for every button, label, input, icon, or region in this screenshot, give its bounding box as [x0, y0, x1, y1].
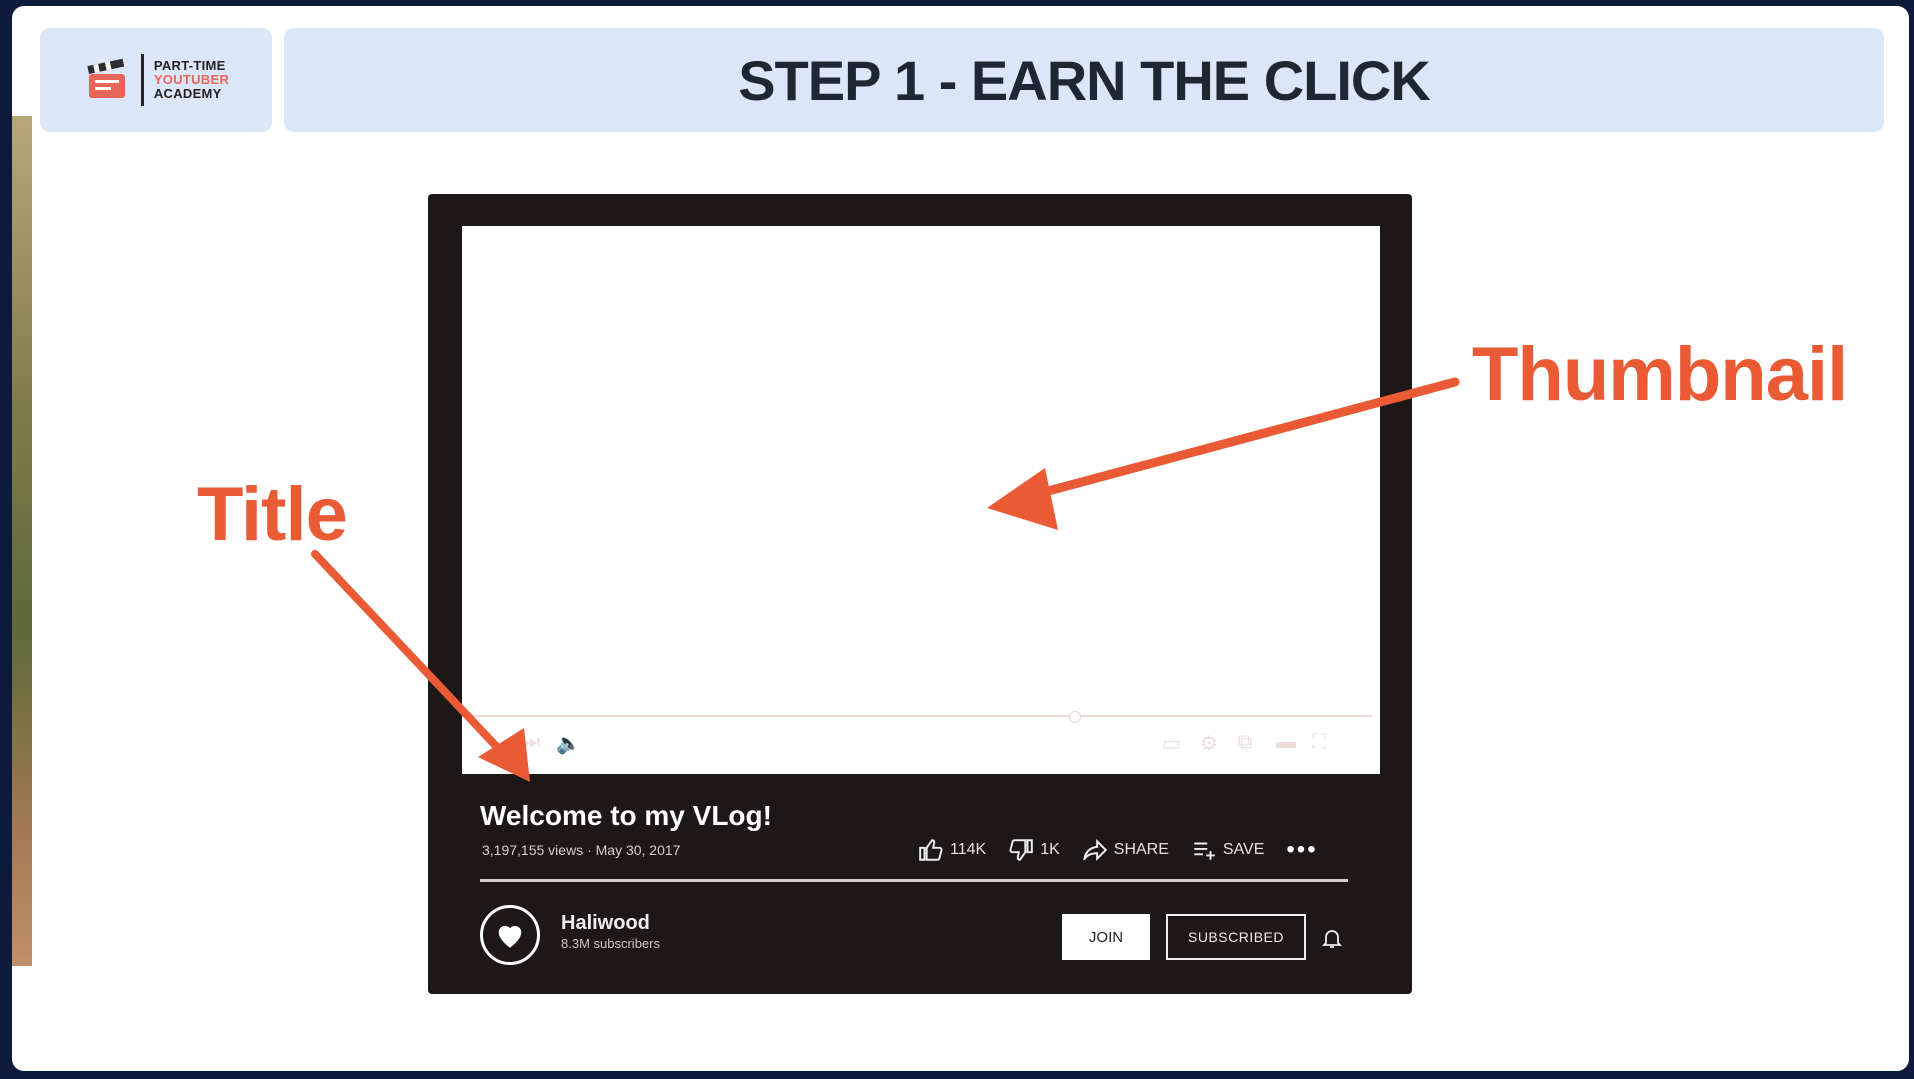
progress-scrubber[interactable] — [1069, 711, 1081, 723]
thumbnail-annotation: Thumbnail — [1472, 332, 1848, 417]
subtitles-icon[interactable]: ▭ — [1162, 733, 1181, 755]
share-icon — [1082, 838, 1107, 862]
theater-mode-icon[interactable]: ▬ — [1276, 731, 1296, 753]
heart-icon — [498, 925, 522, 948]
title-annotation: Title — [197, 472, 348, 557]
slide: PART-TIME YOUTUBER ACADEMY STEP 1 - EARN… — [12, 6, 1909, 1071]
academy-logo: PART-TIME YOUTUBER ACADEMY — [40, 28, 272, 132]
thumbnail-area[interactable]: ⏭ 🔈 ▭ ⚙ ⧉ ▬ ⛶ — [462, 226, 1380, 774]
logo-line-2: YOUTUBER — [153, 72, 230, 87]
channel-name[interactable]: Haliwood — [561, 912, 650, 934]
youtube-player-mockup: ⏭ 🔈 ▭ ⚙ ⧉ ▬ ⛶ Welcome to my VLog! 3,197,… — [428, 194, 1412, 994]
subscribed-button[interactable]: SUBSCRIBED — [1166, 914, 1306, 960]
fullscreen-icon[interactable]: ⛶ — [1312, 731, 1326, 753]
skip-next-icon[interactable]: ⏭ — [522, 731, 540, 753]
clapperboard-icon — [87, 58, 125, 98]
share-label: SHARE — [1113, 841, 1169, 858]
presenter-video-edge — [12, 116, 32, 966]
divider — [480, 879, 1348, 882]
progress-bar[interactable] — [470, 715, 1372, 717]
notification-bell-icon[interactable] — [1320, 926, 1344, 950]
like-count: 114K — [950, 841, 987, 858]
volume-icon[interactable]: 🔈 — [556, 733, 581, 755]
join-button[interactable]: JOIN — [1062, 914, 1150, 960]
page-title: STEP 1 - EARN THE CLICK — [738, 48, 1431, 112]
channel-avatar[interactable] — [480, 905, 540, 965]
video-actions: 114K 1K SHARE SAVE ••• — [918, 836, 1318, 864]
header-bar: STEP 1 - EARN THE CLICK — [284, 28, 1884, 132]
subscriber-count: 8.3M subscribers — [561, 936, 660, 951]
thumbs-up-icon — [919, 839, 943, 861]
playlist-add-icon — [1194, 842, 1215, 860]
logo-line-1: PART-TIME — [153, 58, 226, 73]
like-button[interactable]: 114K — [918, 837, 986, 863]
dislike-button[interactable]: 1K — [1008, 837, 1060, 863]
thumbs-down-icon — [1009, 839, 1033, 861]
logo-divider — [140, 54, 144, 106]
dislike-count: 1K — [1040, 841, 1060, 858]
more-options-icon[interactable]: ••• — [1286, 836, 1318, 863]
save-button[interactable]: SAVE — [1191, 837, 1265, 863]
save-label: SAVE — [1222, 841, 1265, 858]
logo-wordmark: PART-TIME YOUTUBER ACADEMY — [154, 59, 229, 101]
settings-icon[interactable]: ⚙ — [1200, 733, 1218, 755]
video-meta: 3,197,155 views · May 30, 2017 — [482, 842, 681, 858]
share-button[interactable]: SHARE — [1082, 837, 1169, 863]
video-title: Welcome to my VLog! — [480, 800, 772, 831]
miniplayer-icon[interactable]: ⧉ — [1238, 731, 1253, 753]
logo-line-3: ACADEMY — [153, 86, 222, 101]
